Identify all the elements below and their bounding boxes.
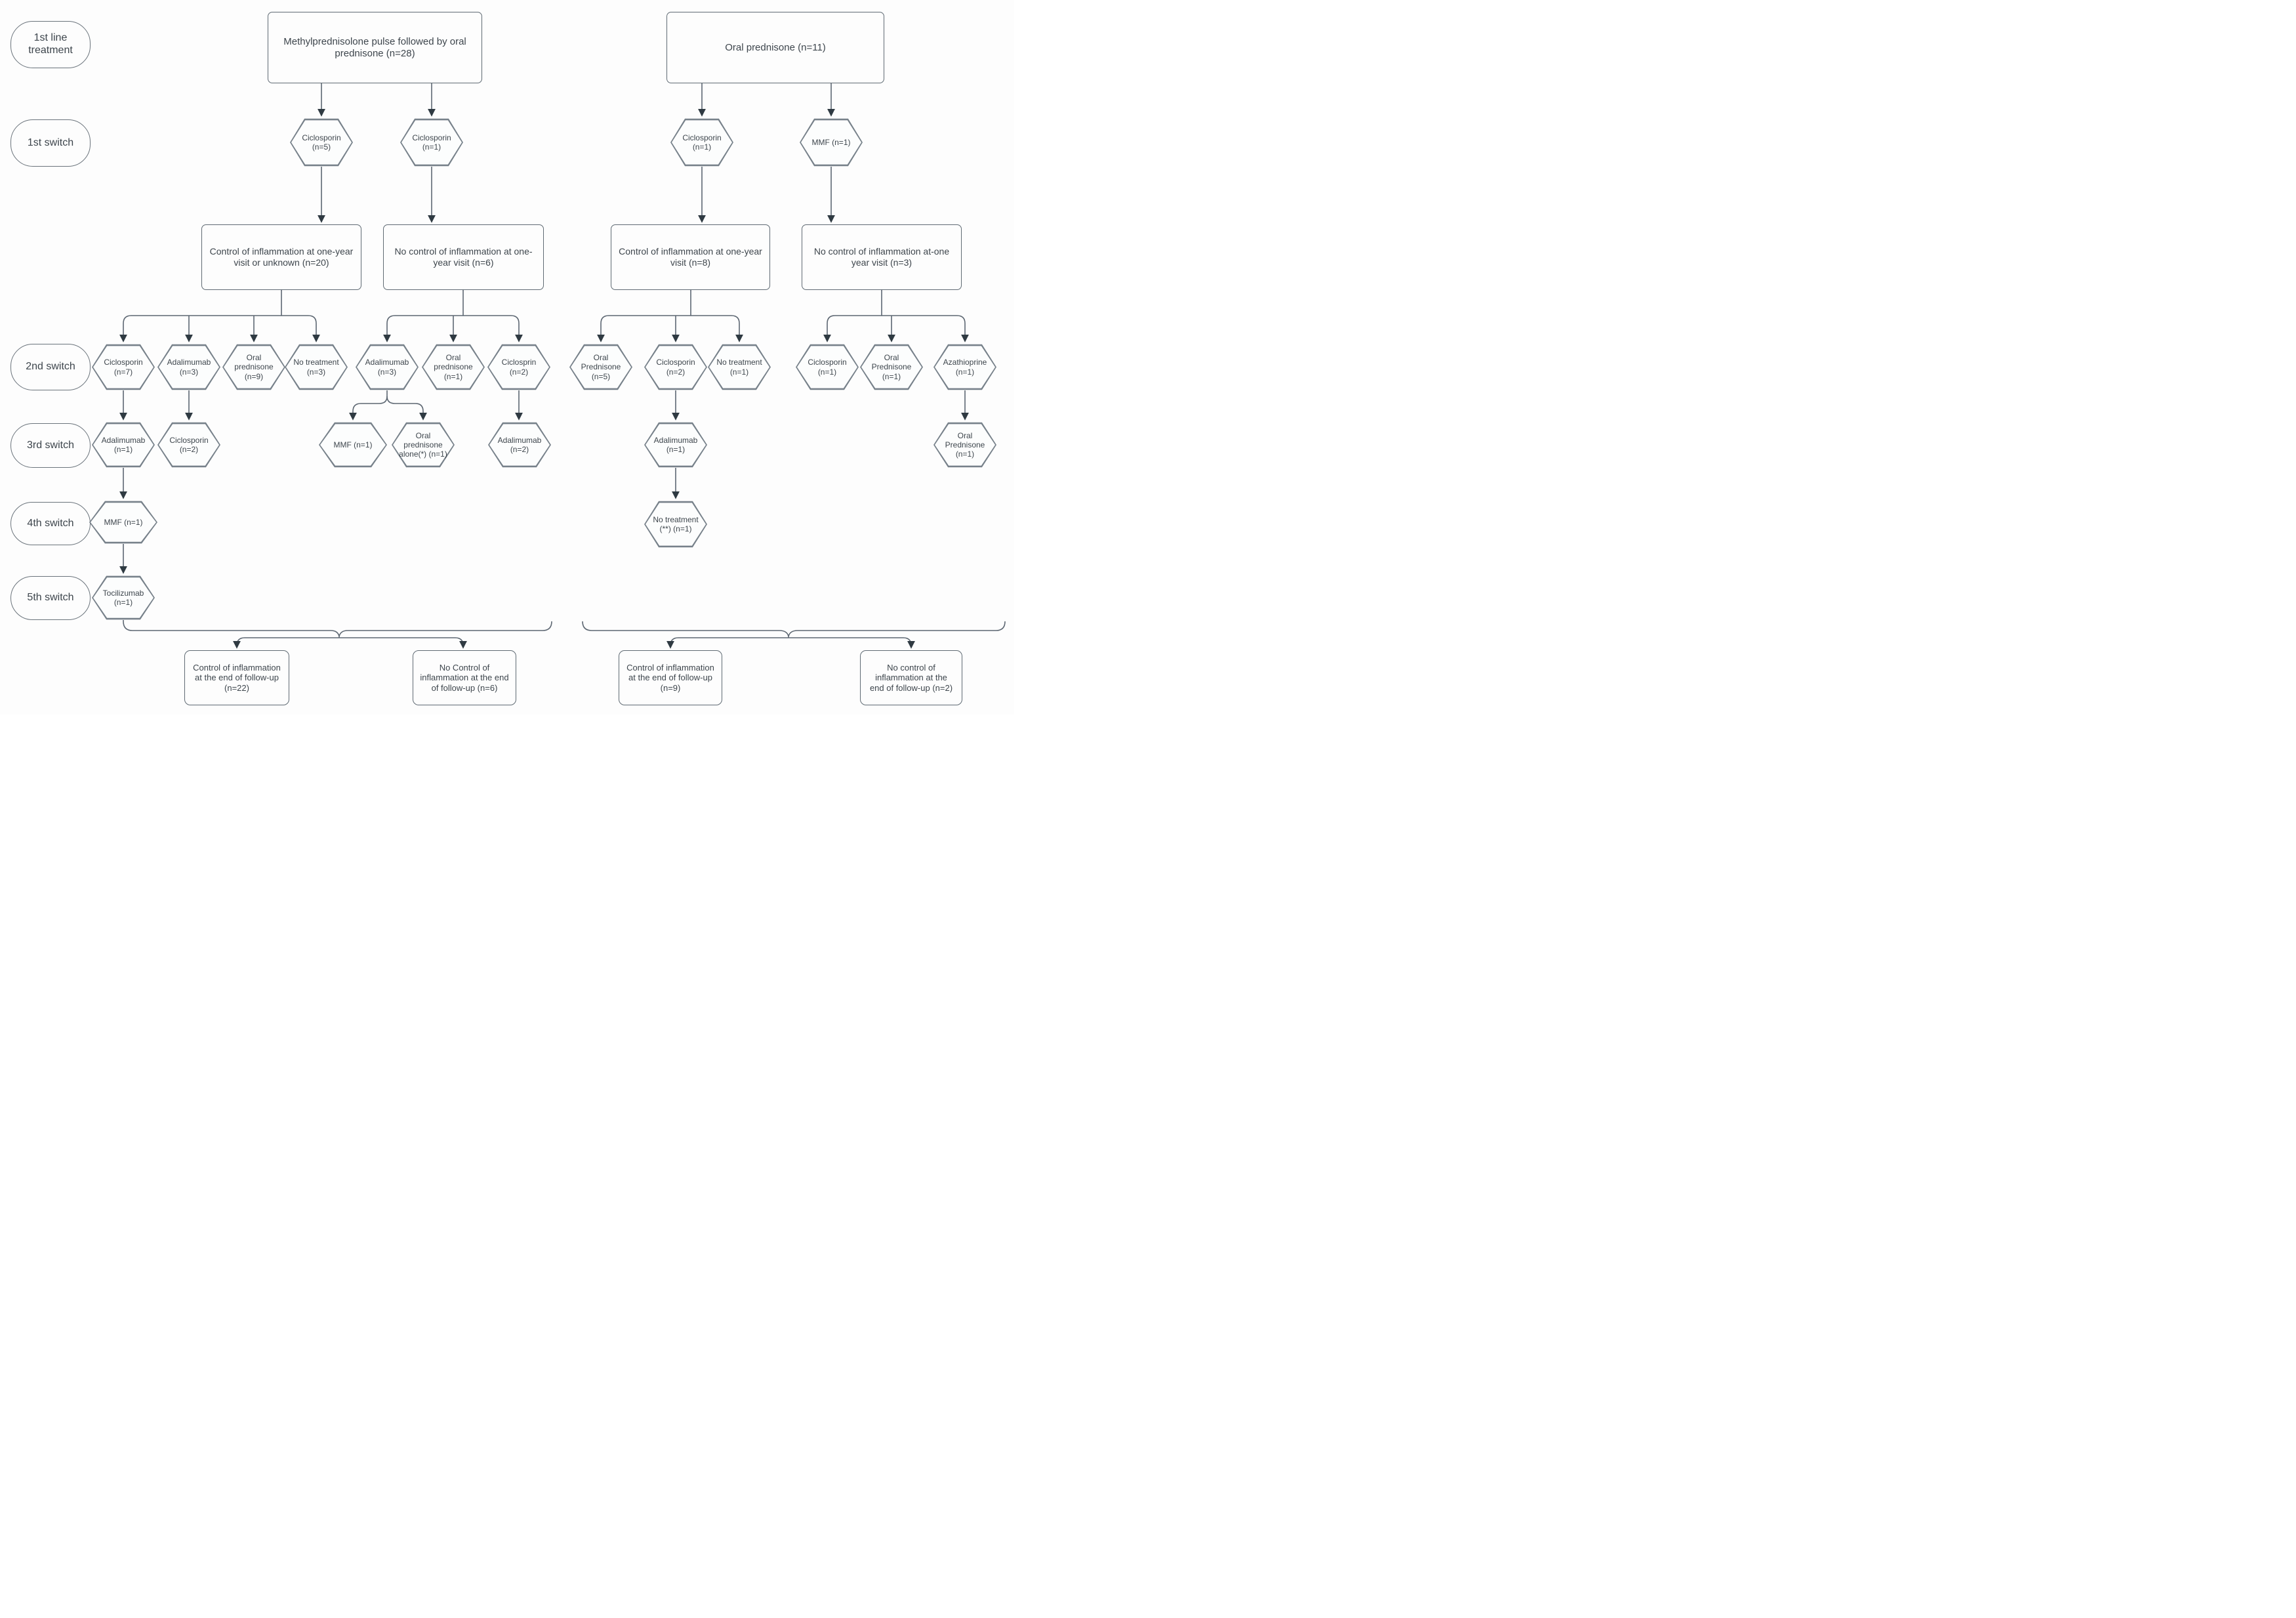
box-text: Control of inflammation at the end of fo… bbox=[193, 663, 281, 693]
hex-mmf-n1-sw4: MMF (n=1) bbox=[89, 501, 157, 544]
box-no-control-one-year-n3: No control of inflammation at-one year v… bbox=[802, 224, 962, 290]
box-text: Oral prednisone (n=11) bbox=[725, 41, 826, 53]
box-text: Control of inflammation at the end of fo… bbox=[626, 663, 714, 693]
row-label-text: 1st line treatment bbox=[28, 32, 73, 56]
row-label-3rd-switch: 3rd switch bbox=[10, 423, 91, 468]
row-label-text: 4th switch bbox=[27, 517, 74, 529]
hex-ciclosporin-n1-left: Ciclosporin (n=1) bbox=[400, 118, 463, 167]
outcome-braces bbox=[123, 620, 1006, 649]
hex-no-treatment-n1: No treatment (n=1) bbox=[708, 344, 771, 390]
hex-text: Oral Prednisone (n=5) bbox=[581, 353, 621, 381]
box-text: Control of inflammation at one-year visi… bbox=[619, 246, 762, 268]
hex-mmf-n1-sw3: MMF (n=1) bbox=[319, 422, 387, 468]
hex-oral-prednisone-n1-left: Oral prednisone (n=1) bbox=[422, 344, 485, 390]
hex-text: Oral Prednisone (n=1) bbox=[871, 353, 912, 381]
row-label-text: 2nd switch bbox=[26, 361, 75, 373]
hex-ciclosporin-n2-sw3: Ciclosporin (n=2) bbox=[157, 422, 220, 468]
hex-ciclosporin-n1-sw2: Ciclosporin (n=1) bbox=[796, 344, 859, 390]
hex-text: Ciclosporin (n=1) bbox=[412, 133, 451, 152]
hex-text: Tocilizumab (n=1) bbox=[102, 588, 144, 607]
hex-adalimumab-n3-b: Adalimumab (n=3) bbox=[356, 344, 419, 390]
box-control-followup-n9: Control of inflammation at the end of fo… bbox=[619, 650, 722, 705]
hex-oral-prednisone-n5: Oral Prednisone (n=5) bbox=[569, 344, 632, 390]
hex-text: Ciclosporin (n=7) bbox=[104, 358, 143, 377]
hex-text: Oral Prednisone (n=1) bbox=[945, 430, 985, 459]
hex-oral-prednisone-alone-n1: Oral prednisone alone(*) (n=1) bbox=[392, 422, 455, 468]
hex-adalimumab-n1-right: Adalimumab (n=1) bbox=[644, 422, 707, 468]
box-no-control-followup-n2: No control of inflammation at the end of… bbox=[860, 650, 962, 705]
hex-azathioprine-n1: Azathioprine (n=1) bbox=[933, 344, 996, 390]
hex-text: No treatment (n=3) bbox=[293, 358, 339, 377]
hex-ciclosporin-n1-right: Ciclosporin (n=1) bbox=[670, 118, 733, 167]
hex-text: Adalimumab (n=1) bbox=[653, 435, 698, 454]
hex-text: Adalimumab (n=1) bbox=[101, 435, 146, 454]
row-label-text: 3rd switch bbox=[26, 439, 75, 451]
hex-text: Oral prednisone alone(*) (n=1) bbox=[399, 430, 447, 459]
hex-tocilizumab-n1: Tocilizumab (n=1) bbox=[92, 575, 155, 620]
hex-text: MMF (n=1) bbox=[104, 517, 143, 527]
hex-oral-prednisone-n1-right: Oral Prednisone (n=1) bbox=[860, 344, 923, 390]
hex-text: MMF (n=1) bbox=[333, 440, 373, 449]
connector-layer bbox=[119, 83, 1006, 649]
hex-no-treatment-starstar-n1: No treatment (**) (n=1) bbox=[644, 501, 707, 548]
hex-text: Oral prednisone (n=9) bbox=[234, 353, 274, 381]
hex-adalimumab-n1-left: Adalimumab (n=1) bbox=[92, 422, 155, 468]
box-text: Methylprednisolone pulse followed by ora… bbox=[283, 35, 466, 59]
box-no-control-followup-n6: No Control of inflammation at the end of… bbox=[413, 650, 516, 705]
box-control-followup-n22: Control of inflammation at the end of fo… bbox=[184, 650, 289, 705]
box-text: Control of inflammation at one-year visi… bbox=[209, 246, 354, 268]
hex-text: Ciclosporin (n=2) bbox=[656, 358, 695, 377]
hex-adalimumab-n2: Adalimumab (n=2) bbox=[488, 422, 551, 468]
switch2-to-switch3-arrows bbox=[119, 390, 969, 421]
hex-oral-prednisone-n1-sw3: Oral Prednisone (n=1) bbox=[933, 422, 996, 468]
hex-text: Ciclosprin (n=2) bbox=[501, 358, 537, 377]
row-label-text: 5th switch bbox=[27, 592, 74, 604]
hex-mmf-n1-first-switch: MMF (n=1) bbox=[800, 118, 863, 167]
hex-oral-prednisone-n9: Oral prednisone (n=9) bbox=[222, 344, 285, 390]
hex-text: No treatment (n=1) bbox=[716, 358, 762, 377]
hex-text: Ciclosporin (n=1) bbox=[682, 133, 722, 152]
year1-fanout-connectors bbox=[119, 290, 969, 342]
box-control-one-year-n8: Control of inflammation at one-year visi… bbox=[611, 224, 770, 290]
row-label-1st-line-treatment: 1st line treatment bbox=[10, 21, 91, 68]
row-label-4th-switch: 4th switch bbox=[10, 502, 91, 545]
hex-adalimumab-n3-a: Adalimumab (n=3) bbox=[157, 344, 220, 390]
box-text: No control of inflammation at one-year v… bbox=[394, 246, 533, 268]
hex-text: Azathioprine (n=1) bbox=[943, 358, 987, 377]
hex-ciclosporin-n7: Ciclosporin (n=7) bbox=[92, 344, 155, 390]
row-label-2nd-switch: 2nd switch bbox=[10, 344, 91, 390]
hex-text: MMF (n=1) bbox=[811, 137, 851, 147]
hex-text: Adalimumab (n=3) bbox=[365, 358, 409, 377]
box-text: No Control of inflammation at the end of… bbox=[420, 663, 509, 693]
hex-text: Ciclosporin (n=1) bbox=[808, 358, 847, 377]
hex-text: No treatment (**) (n=1) bbox=[653, 514, 699, 533]
row-label-text: 1st switch bbox=[27, 136, 74, 148]
box-methylprednisolone-root: Methylprednisolone pulse followed by ora… bbox=[268, 12, 482, 83]
root-to-first-switch-arrows bbox=[318, 83, 835, 117]
box-no-control-one-year-n6: No control of inflammation at one-year v… bbox=[383, 224, 544, 290]
box-oral-prednisone-root: Oral prednisone (n=11) bbox=[666, 12, 884, 83]
hex-text: Adalimumab (n=2) bbox=[497, 435, 542, 454]
box-control-one-year-unknown-n20: Control of inflammation at one-year visi… bbox=[201, 224, 361, 290]
hex-ciclosporin-n2-right: Ciclosporin (n=2) bbox=[644, 344, 707, 390]
hex-ciclosprin-n2: Ciclosprin (n=2) bbox=[487, 344, 550, 390]
row-label-1st-switch: 1st switch bbox=[10, 119, 91, 167]
box-text: No control of inflammation at the end of… bbox=[869, 663, 953, 693]
row-label-5th-switch: 5th switch bbox=[10, 576, 91, 620]
hex-text: Ciclosporin (n=2) bbox=[169, 435, 209, 454]
first-switch-to-year1-arrows bbox=[318, 167, 835, 223]
hex-text: Adalimumab (n=3) bbox=[167, 358, 211, 377]
box-text: No control of inflammation at-one year v… bbox=[813, 246, 950, 268]
switch3-to-switch5-arrows bbox=[119, 468, 680, 574]
hex-text: Ciclosporin (n=5) bbox=[302, 133, 341, 152]
hex-no-treatment-n3: No treatment (n=3) bbox=[285, 344, 348, 390]
hex-ciclosporin-n5: Ciclosporin (n=5) bbox=[290, 118, 353, 167]
hex-text: Oral prednisone (n=1) bbox=[434, 353, 473, 381]
treatment-flowchart: 1st line treatment 1st switch 2nd switch… bbox=[0, 0, 1014, 715]
